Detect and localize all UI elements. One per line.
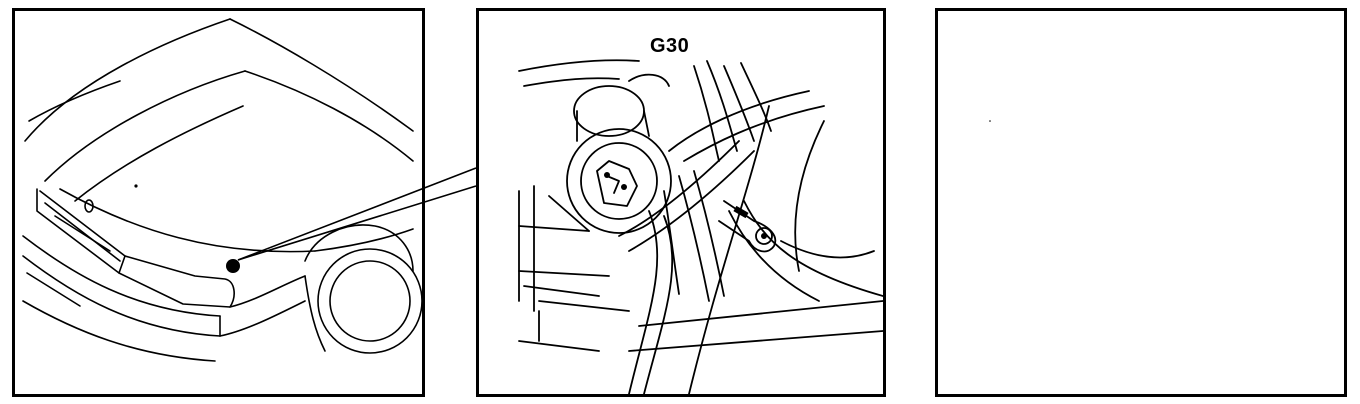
blank-panel (935, 8, 1347, 397)
car-front-drawing (22, 18, 422, 362)
ground-detail-drawing (518, 59, 883, 394)
blank-panel-area (989, 120, 991, 122)
ground-point-label: G30 (650, 35, 690, 57)
detail-panel: G30 (476, 8, 886, 397)
overview-panel (12, 8, 425, 397)
ground-location-dot (226, 259, 240, 273)
